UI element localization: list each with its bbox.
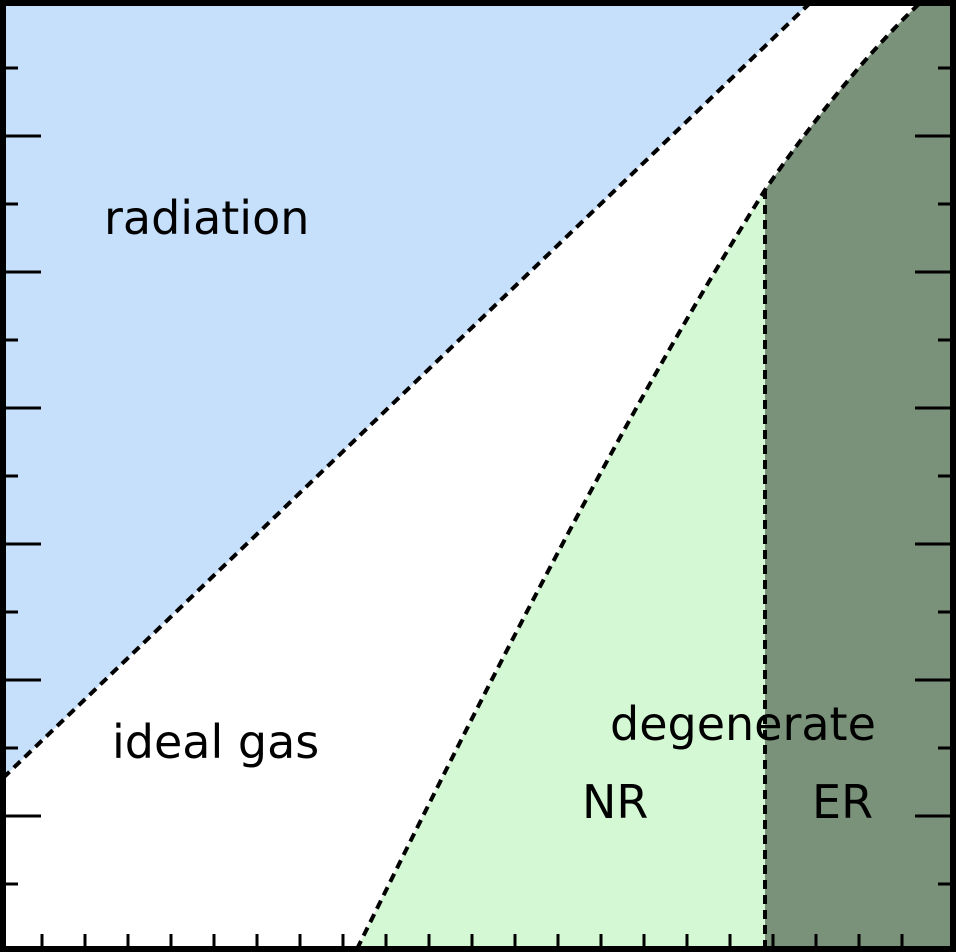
tick-marks: [3, 66, 953, 949]
extreme-relativistic-label: ER: [812, 775, 873, 829]
radiation-label: radiation: [104, 191, 309, 245]
radiation-gas-boundary: [1, 1, 812, 780]
ideal-gas-label: ideal gas: [112, 715, 319, 769]
extreme-relativistic-degenerate-region: [765, 3, 953, 949]
degenerate-label: degenerate: [610, 697, 876, 751]
nonrelativistic-label: NR: [582, 775, 648, 829]
degeneracy-boundary: [355, 1, 922, 950]
nonrelativistic-degenerate-region: [357, 190, 765, 949]
